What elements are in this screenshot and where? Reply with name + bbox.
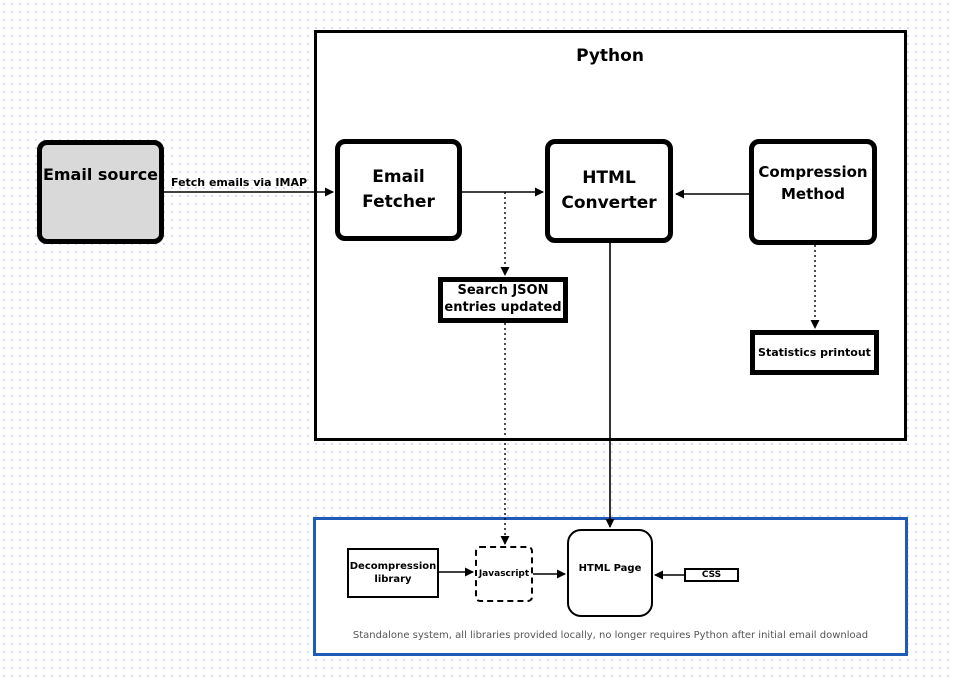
html-converter-node: HTML Converter (545, 139, 673, 243)
html-page-node: HTML Page (567, 529, 653, 617)
html-converter-label: HTML Converter (561, 168, 657, 213)
statistics-printout-node: Statistics printout (750, 330, 879, 375)
fetch-emails-edge-label: Fetch emails via IMAP (171, 176, 308, 189)
css-node: CSS (684, 568, 739, 582)
decompression-library-label: Decompression library (349, 560, 437, 586)
email-fetcher-label: Email Fetcher (362, 167, 435, 212)
compression-method-label: Compression Method (758, 163, 868, 203)
email-source-node: Email source (37, 140, 164, 244)
javascript-label: Javascript (478, 569, 530, 579)
statistics-printout-label: Statistics printout (758, 346, 871, 359)
search-json-node: Search JSON entries updated (438, 277, 568, 323)
email-fetcher-node: Email Fetcher (335, 139, 462, 241)
compression-method-node: Compression Method (749, 139, 877, 245)
standalone-caption: Standalone system, all libraries provide… (352, 629, 869, 641)
css-label: CSS (701, 570, 722, 580)
search-json-label: Search JSON entries updated (444, 283, 562, 315)
python-container-title: Python (576, 46, 644, 66)
email-source-label: Email source (42, 165, 159, 184)
javascript-node: Javascript (475, 546, 533, 602)
decompression-library-node: Decompression library (347, 548, 439, 598)
html-page-label: HTML Page (578, 563, 642, 574)
